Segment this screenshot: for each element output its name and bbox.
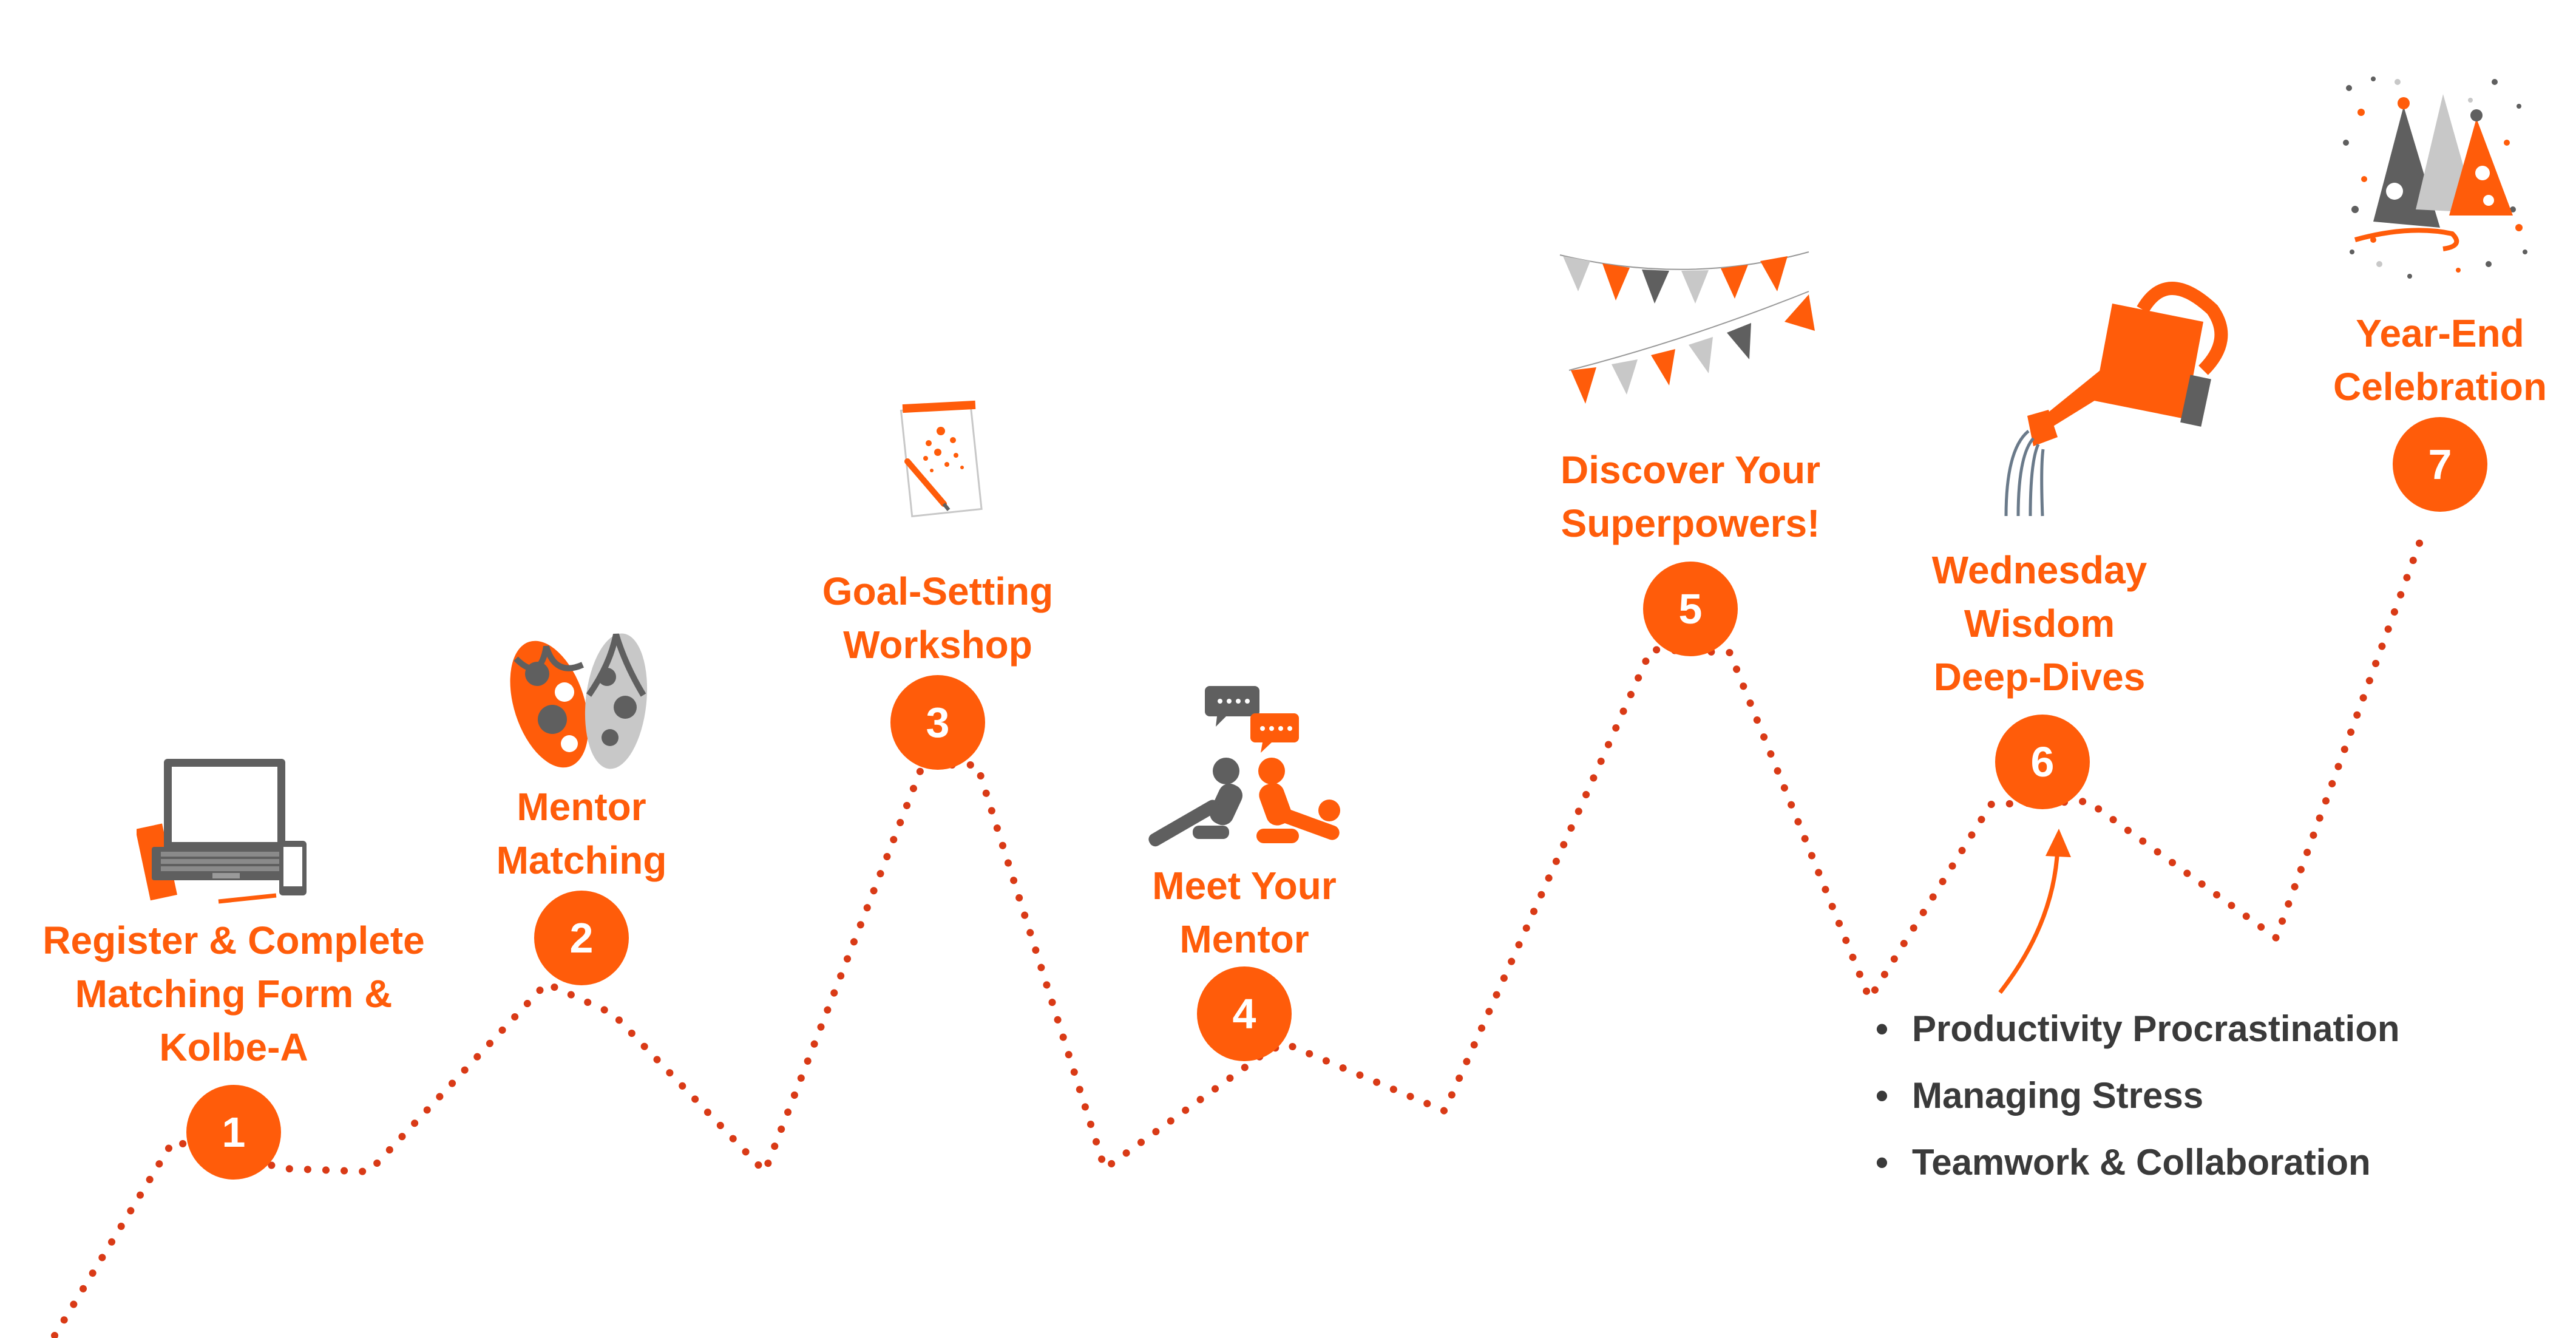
topic-item: Managing Stress <box>1876 1062 2400 1129</box>
notepad-icon <box>900 400 983 518</box>
step-5-number: 5 <box>1643 562 1738 656</box>
step-1-label: Register & Complete Matching Form & Kolb… <box>42 919 425 1069</box>
step-3-number: 3 <box>890 675 985 770</box>
step-3-label: Goal-Setting Workshop <box>822 569 1054 667</box>
arrow-head-icon <box>2046 829 2071 857</box>
step-2-number: 2 <box>534 891 629 985</box>
step-6-label: Wednesday Wisdom Deep-Dives <box>1931 548 2147 699</box>
step-7-label: Year-End Celebration <box>2333 311 2547 409</box>
laptop-icon <box>137 759 307 904</box>
chat-figures-icon <box>1148 686 1340 847</box>
step-4-label: Meet Your Mentor <box>1152 864 1337 961</box>
step-5-label: Discover Your Superpowers! <box>1560 448 1821 545</box>
party-hats-icon <box>2343 76 2527 279</box>
topic-arrow <box>1998 846 2060 994</box>
flip-flops-icon <box>510 633 648 769</box>
step-2-label: Mentor Matching <box>496 785 667 882</box>
step-1-number: 1 <box>186 1085 281 1180</box>
step-6-number: 6 <box>1995 715 2090 809</box>
watering-can-icon <box>2004 282 2228 517</box>
step-4-number: 4 <box>1197 966 1292 1061</box>
step-7-number: 7 <box>2393 417 2487 512</box>
topic-item: Teamwork & Collaboration <box>1876 1129 2400 1196</box>
dotted-path-line <box>51 525 2429 1338</box>
bunting-icon <box>1559 251 1815 404</box>
topic-item: Productivity Procrastination <box>1876 996 2400 1062</box>
deep-dive-topics: Productivity Procrastination Managing St… <box>1876 996 2400 1196</box>
